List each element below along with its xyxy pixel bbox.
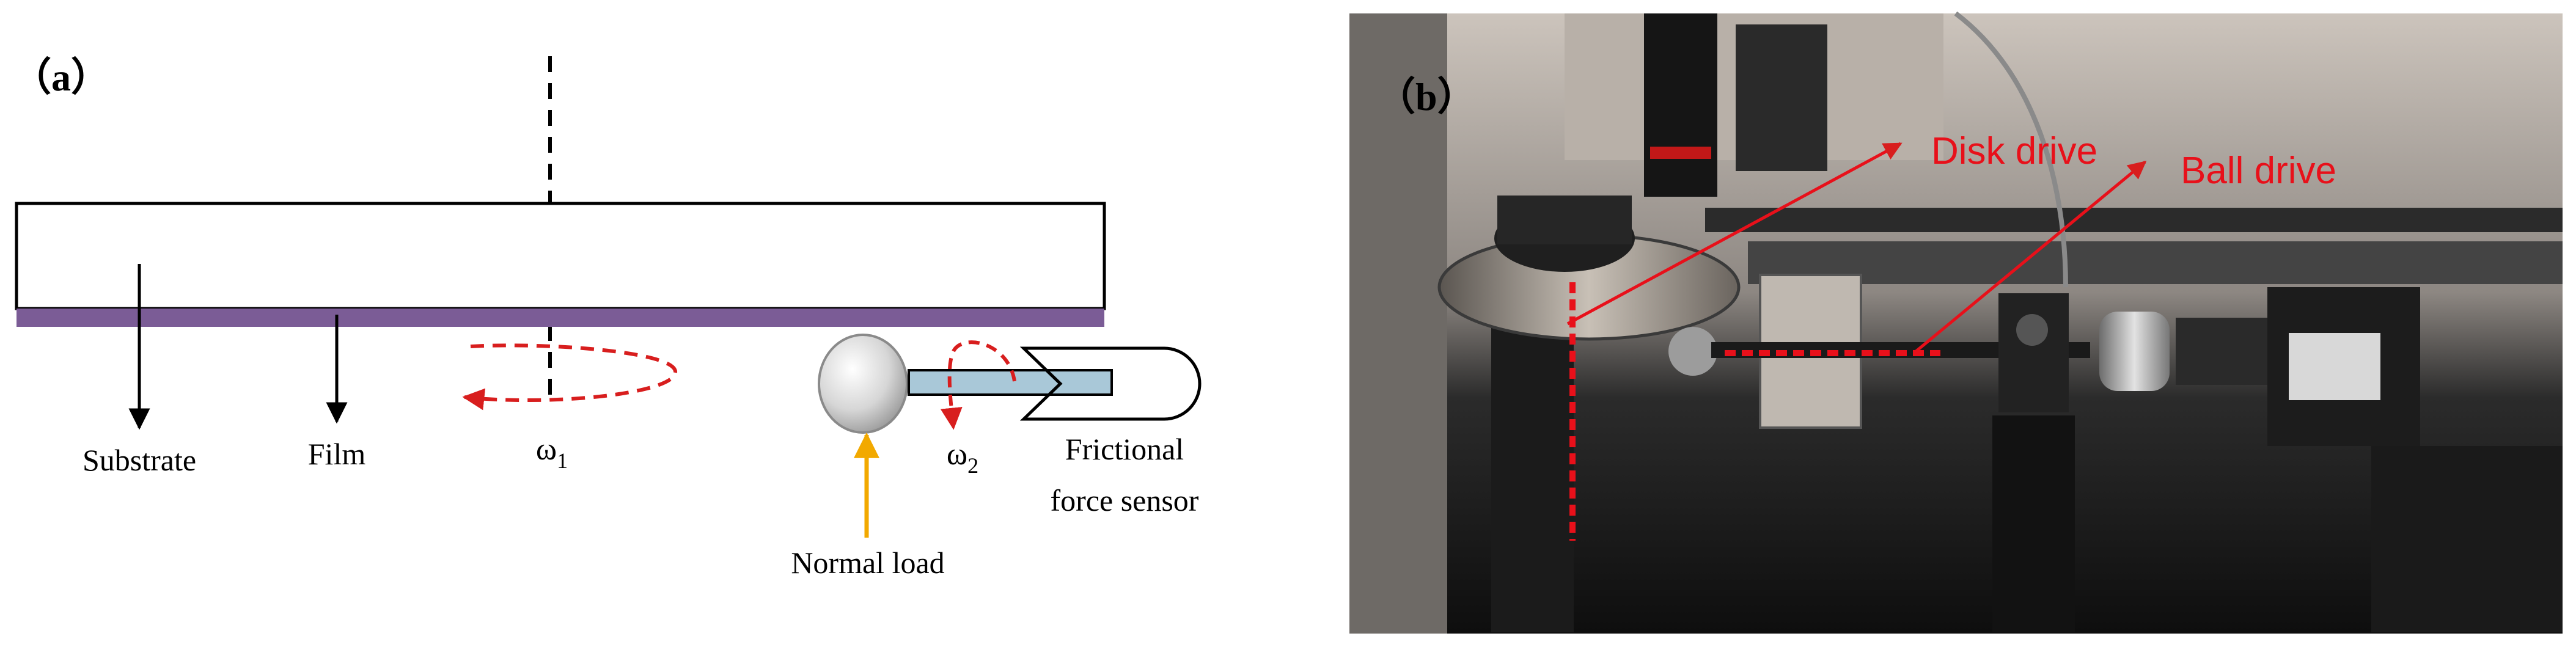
stage-pillar xyxy=(1992,415,2075,632)
ball xyxy=(818,334,908,434)
panel-a-tag: （a） xyxy=(12,56,110,99)
film-layer xyxy=(17,309,1104,327)
motor-label xyxy=(2289,333,2380,400)
lower-beam xyxy=(1748,241,2563,284)
ball-drive-label: Ball drive xyxy=(2181,150,2336,192)
motor-bracket xyxy=(2176,318,2267,385)
light-guide xyxy=(1954,11,2068,288)
film-label: Film xyxy=(308,437,366,471)
panel-a: （a） Substrate Film ω1 ω2 Normal load Fri… xyxy=(12,56,1202,580)
enclosure-wall xyxy=(1349,13,1447,634)
disk-shaft xyxy=(1491,305,1574,632)
sensor-label-line1: Frictional xyxy=(1065,432,1184,466)
omega2-label: ω2 xyxy=(947,437,978,478)
disk-drive-label: Disk drive xyxy=(1931,130,2097,172)
omega2-rotation-arrow xyxy=(940,340,1016,430)
camera-body xyxy=(1736,24,1827,171)
coupling xyxy=(2099,312,2170,391)
panel-b-annotations: （b） Disk drive Ball drive xyxy=(1376,75,2336,541)
sensor-label-line2: force sensor xyxy=(1051,483,1199,517)
ball-drive-mount xyxy=(1998,293,2069,412)
panel-b-tag: （b） xyxy=(1376,75,1477,119)
normal-load-label: Normal load xyxy=(791,546,944,580)
sensor-arm xyxy=(908,369,1113,396)
panel-b-photo xyxy=(1349,11,2563,634)
right-stage xyxy=(2371,446,2563,632)
microscope-lens xyxy=(1644,13,1717,197)
upper-beam xyxy=(1705,208,2563,232)
ball-photo xyxy=(1668,327,1717,376)
substrate-label: Substrate xyxy=(83,443,196,477)
omega1-label: ω1 xyxy=(536,432,568,473)
disk-clamp xyxy=(1497,196,1632,244)
force-sensor-head xyxy=(1019,346,1202,421)
microscope-ring xyxy=(1650,147,1711,159)
mount-bolt xyxy=(2016,314,2048,346)
omega1-rotation-arrow xyxy=(462,343,677,411)
disk-drive-leader xyxy=(1566,142,1903,326)
substrate-block xyxy=(15,202,1106,310)
ball-drive-leader xyxy=(1915,161,2147,353)
